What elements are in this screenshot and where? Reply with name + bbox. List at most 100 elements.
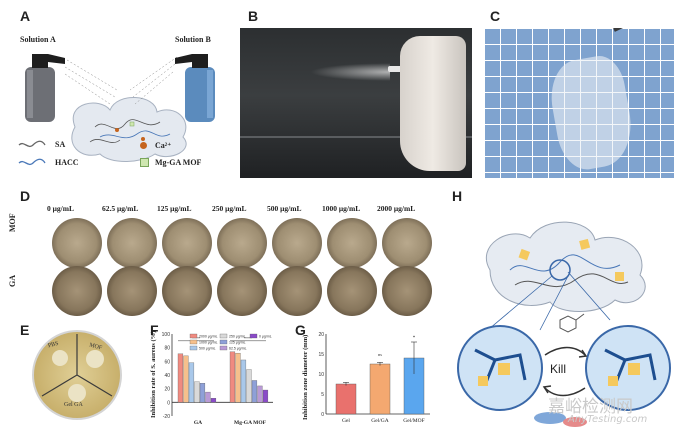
petri-dish-mof bbox=[107, 218, 157, 268]
petri-dish-mof bbox=[162, 218, 212, 268]
bar bbox=[262, 389, 269, 403]
panel-letter-c: C bbox=[490, 8, 501, 24]
concentration-label: 1000 μg/mL bbox=[322, 204, 361, 213]
petri-dish-mof bbox=[52, 218, 102, 268]
chart-f-ylabel: Inhibition rate of S. aureus (%) bbox=[150, 330, 157, 418]
concentration-label: 500 μg/mL bbox=[267, 204, 302, 213]
x-category-label: Gel/GA bbox=[371, 418, 388, 424]
y-tick-label: -20 bbox=[163, 414, 170, 420]
y-tick-label: 80 bbox=[164, 346, 170, 352]
concentration-label: 250 μg/mL bbox=[212, 204, 247, 213]
bar bbox=[205, 391, 211, 403]
solution-a-label: Solution A bbox=[20, 35, 56, 44]
watermark-cn: 嘉峪检测网 bbox=[548, 397, 633, 417]
legend-swatch bbox=[219, 333, 228, 339]
legend-label: 0 μg/mL bbox=[259, 335, 272, 339]
spray-illustration bbox=[25, 54, 215, 162]
bar bbox=[210, 398, 217, 403]
petri-dish-mof bbox=[217, 218, 267, 268]
bar bbox=[251, 380, 258, 403]
significance-label: **** bbox=[192, 336, 200, 341]
tweezers bbox=[613, 28, 670, 32]
legend-sa: SA bbox=[55, 140, 66, 149]
y-tick-label: 0 bbox=[167, 400, 170, 406]
legend-hacc-line bbox=[18, 158, 46, 166]
kill-label: Kill bbox=[550, 362, 567, 376]
legend-mof-cube bbox=[140, 158, 149, 167]
x-category-label: GA bbox=[194, 420, 202, 426]
panel-letter-d: D bbox=[20, 188, 31, 204]
petri-dish-ga bbox=[107, 266, 157, 316]
bar bbox=[188, 362, 195, 403]
petri-dish-ga bbox=[272, 266, 322, 316]
x-category-label: Gel bbox=[342, 418, 350, 424]
x-category-label: Mg-GA MOF bbox=[234, 420, 267, 426]
legend-swatch bbox=[189, 345, 198, 351]
bar bbox=[335, 383, 357, 415]
bar bbox=[240, 359, 247, 403]
legend-label: 2000 μg/mL bbox=[199, 335, 218, 339]
petri-dish-ga bbox=[52, 266, 102, 316]
bar bbox=[194, 381, 200, 403]
petri-dish-ga bbox=[382, 266, 432, 316]
watermark-en: AnyTesting.com bbox=[568, 414, 648, 425]
petri-dish-mof bbox=[327, 218, 377, 268]
concentration-label: 2000 μg/mL bbox=[377, 204, 416, 213]
legend-label: 500 μg/mL bbox=[199, 347, 216, 351]
petri-dish-ga bbox=[217, 266, 267, 316]
panel-a: A Solution A Solution B SA Ca²⁺ bbox=[0, 0, 234, 185]
solution-b-label: Solution B bbox=[175, 35, 211, 44]
bar bbox=[246, 369, 252, 403]
significance-label: * bbox=[413, 336, 416, 341]
petri-dish-mof bbox=[382, 218, 432, 268]
y-tick-label: 15 bbox=[318, 352, 324, 358]
panel-letter-a: A bbox=[20, 8, 31, 24]
petri-dish-mof bbox=[272, 218, 322, 268]
petri-dish-ga bbox=[162, 266, 212, 316]
bar bbox=[257, 385, 263, 403]
photo-spray bbox=[240, 28, 472, 178]
panel-letter-b: B bbox=[248, 8, 259, 24]
y-tick-label: 60 bbox=[164, 359, 170, 365]
legend-ca-dot bbox=[140, 142, 147, 149]
chart-g-ylabel: Inhibition zone diameter (mm) bbox=[302, 334, 309, 420]
spray-bottle-b bbox=[175, 54, 215, 122]
hydrogel-film bbox=[545, 52, 638, 174]
panel-letter-h: H bbox=[452, 188, 463, 204]
y-tick-label: 5 bbox=[321, 392, 324, 398]
concentration-label: 0 μg/mL bbox=[47, 204, 74, 213]
y-tick-label: 10 bbox=[318, 372, 324, 378]
bar bbox=[229, 351, 236, 403]
legend-swatch bbox=[249, 333, 258, 339]
y-tick-label: 20 bbox=[318, 332, 324, 338]
petri-dish-ga bbox=[327, 266, 377, 316]
row-label-ga: GA bbox=[8, 275, 17, 287]
inhibition-zone-plate: PBS MOF Gel GA bbox=[32, 330, 122, 420]
legend-label: 125 μg/mL bbox=[229, 341, 246, 345]
bar bbox=[369, 363, 391, 415]
hydrogel-cloud bbox=[71, 97, 187, 162]
panel-letter-g: G bbox=[295, 322, 306, 338]
x-category-label: Gel/MOF bbox=[403, 418, 424, 424]
legend-label: 62.5 μg/mL bbox=[229, 347, 247, 351]
significance-label: **** bbox=[244, 336, 252, 341]
bar bbox=[199, 383, 206, 403]
legend-swatch bbox=[219, 345, 228, 351]
spray-bottle-a bbox=[25, 54, 65, 122]
y-tick-label: 0 bbox=[321, 412, 324, 418]
y-tick-label: 40 bbox=[164, 373, 170, 379]
legend-swatch bbox=[219, 339, 228, 345]
y-tick-label: 100 bbox=[162, 332, 171, 338]
mechanism-diagram bbox=[457, 221, 671, 427]
bar bbox=[183, 355, 189, 403]
photo-hydrogel-grid bbox=[484, 28, 674, 178]
bar bbox=[177, 353, 184, 403]
row-label-mof: MOF bbox=[8, 213, 17, 232]
panel-letter-f: F bbox=[150, 322, 159, 338]
spray-mist bbox=[310, 63, 390, 81]
legend-ca: Ca²⁺ bbox=[155, 141, 172, 150]
concentration-label: 125 μg/mL bbox=[157, 204, 192, 213]
panel-letter-e: E bbox=[20, 322, 30, 338]
